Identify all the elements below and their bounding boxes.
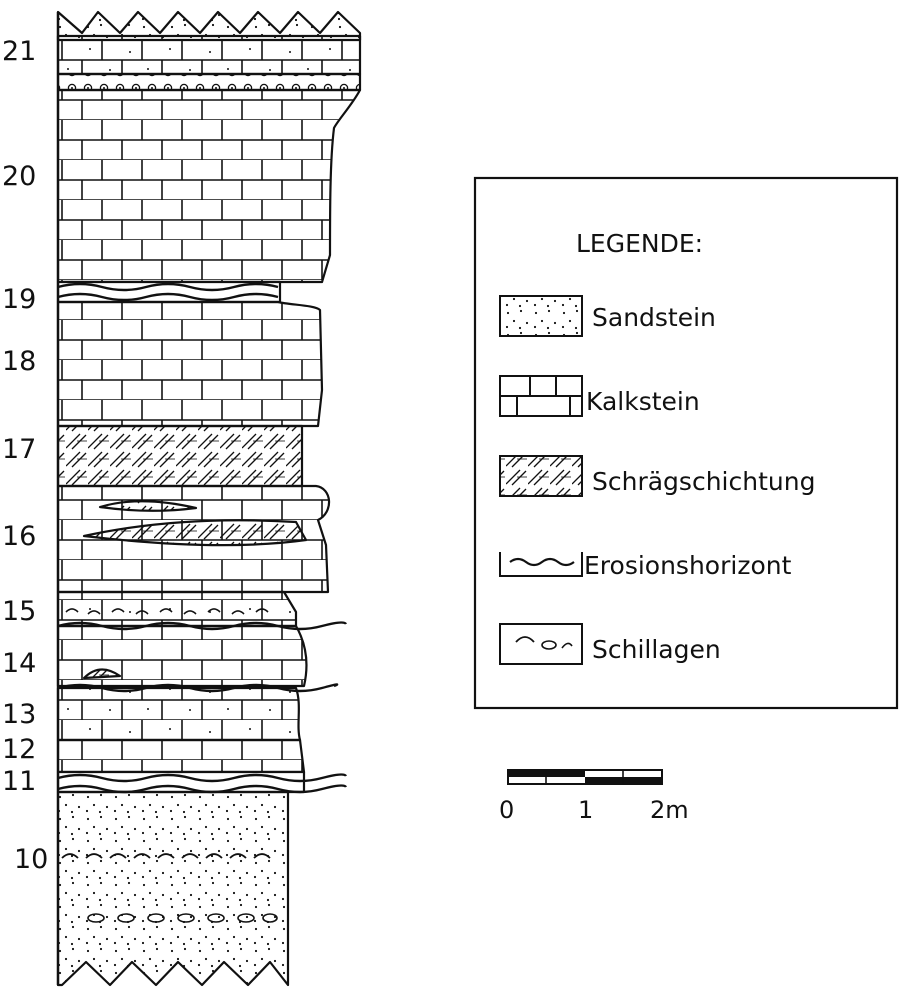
legend-label-kalkstein: Kalkstein (586, 387, 700, 416)
bed-label-12: 12 (2, 734, 36, 765)
legend-label-erosionshorizont: Erosionshorizont (584, 551, 792, 580)
bed-label-17: 17 (2, 434, 36, 465)
bed-10-sandstone (58, 792, 288, 985)
bed-label-14: 14 (2, 648, 36, 679)
scale-tick-2m: 2m (650, 796, 689, 824)
bed-label-11: 11 (2, 766, 36, 797)
legend-title: LEGENDE: (576, 229, 703, 258)
bed-12-limestone (58, 740, 304, 772)
bed-13-sandy-limestone (58, 688, 300, 740)
legend-swatch-sandstein (500, 296, 582, 336)
bed-number-labels: 21 20 19 18 17 16 15 14 13 12 11 10 (2, 36, 48, 875)
bed-label-18: 18 (2, 346, 36, 377)
bed-21-sandy-limestone (58, 36, 360, 74)
bed-label-10: 10 (14, 844, 48, 875)
bed-label-13: 13 (2, 699, 36, 730)
bed-20-limestone (58, 90, 360, 282)
bed-label-15: 15 (2, 596, 36, 627)
legend-label-schraegschichtung: Schrägschichtung (592, 467, 815, 496)
bed-label-19: 19 (2, 284, 36, 315)
stratigraphic-column (58, 12, 360, 985)
legend-label-schillagen: Schillagen (592, 635, 721, 664)
legend-swatch-schillagen (500, 624, 582, 664)
legend-swatch-schraegschichtung (500, 456, 582, 496)
bed-17-cross-bedding (58, 426, 302, 486)
bed-label-20: 20 (2, 161, 36, 192)
bed-21-conglomerate-layer (58, 74, 360, 90)
bed-18-limestone (58, 302, 322, 426)
legend-box: LEGENDE: Sandstein Kalkstein Schrägschic… (475, 178, 897, 708)
scale-tick-1: 1 (578, 796, 593, 824)
legend-swatch-kalkstein (500, 376, 582, 416)
bed-label-16: 16 (2, 521, 36, 552)
scale-tick-0: 0 (499, 796, 514, 824)
legend-label-sandstein: Sandstein (592, 303, 716, 332)
scale-bar: 0 1 2m (499, 770, 689, 824)
bed-label-21: 21 (2, 36, 36, 67)
